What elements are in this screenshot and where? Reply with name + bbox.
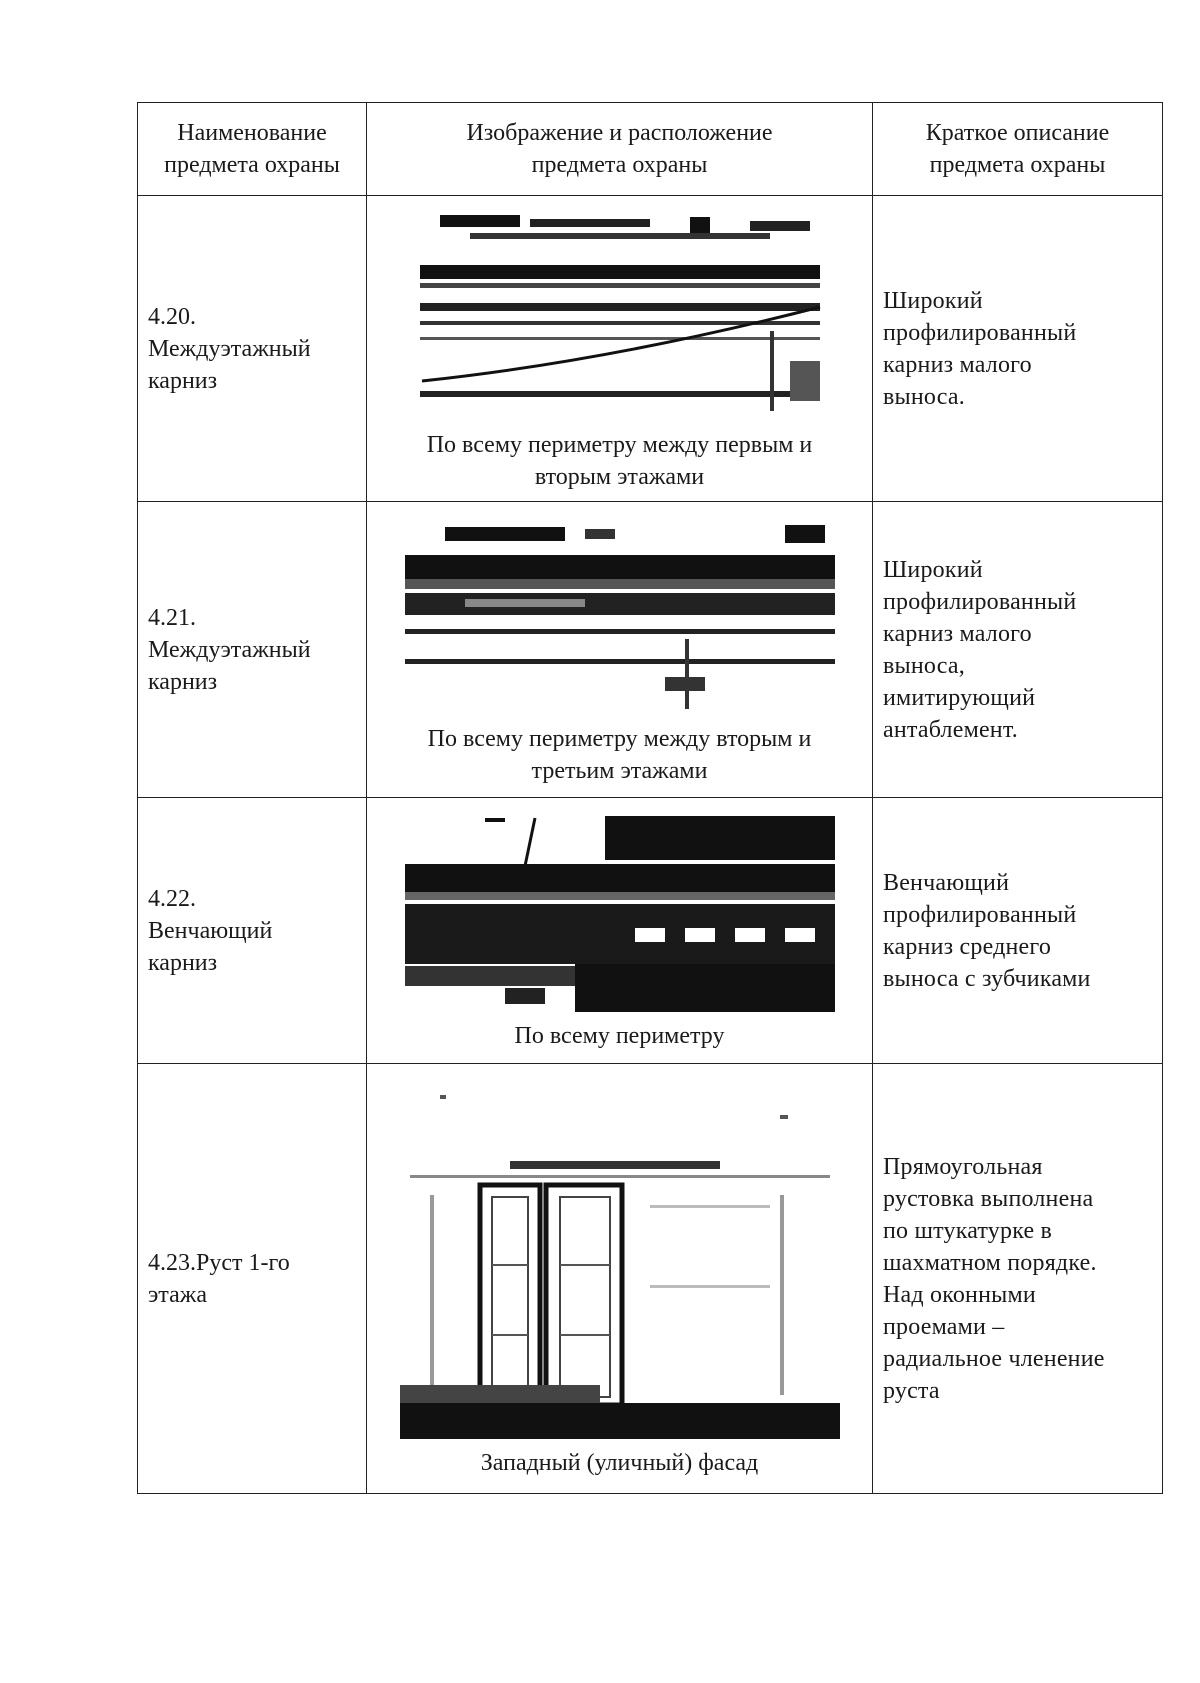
item-image-cell: По всему периметру между первым и вторым…	[366, 195, 873, 502]
rustication-photo	[399, 1084, 840, 1439]
table-row: 4.20. Междуэтажный карниз	[137, 195, 1163, 502]
cornice-photo	[404, 815, 835, 1012]
item-name: 4.20. Междуэтажный карниз	[137, 195, 367, 502]
item-name: 4.21. Междуэтажный карниз	[137, 501, 367, 798]
cornice-photo	[404, 518, 835, 715]
item-description: Прямоугольная рустовка выполнена по штук…	[872, 1063, 1163, 1494]
location-text: По всему периметру между первым и вторым…	[426, 431, 813, 490]
header-name: Наименование предмета охраны	[137, 102, 367, 196]
header-description: Краткое описание предмета охраны	[872, 102, 1163, 196]
location-text: По всему периметру	[514, 1022, 725, 1049]
item-description: Венчающий профилированный карниз среднег…	[872, 797, 1163, 1064]
item-name: 4.22. Венчающий карниз	[137, 797, 367, 1064]
table-row: 4.22. Венчающий карниз	[137, 797, 1163, 1064]
header-image-location: Изображение и расположение предмета охра…	[366, 102, 873, 196]
cornice-photo	[409, 210, 830, 421]
document-page: Наименование предмета охраны Изображение…	[137, 102, 1163, 1494]
item-description: Широкий профилированный карниз малого вы…	[872, 195, 1163, 502]
table-row: 4.21. Междуэтажный карниз По всему перим…	[137, 501, 1163, 798]
item-image-cell: По всему периметру	[366, 797, 873, 1064]
item-image-cell: Западный (уличный) фасад	[366, 1063, 873, 1494]
table-row: 4.23.Руст 1-го этажа	[137, 1063, 1163, 1494]
header-row: Наименование предмета охраны Изображение…	[137, 102, 1163, 196]
item-image-cell: По всему периметру между вторым и третьи…	[366, 501, 873, 798]
location-text: Западный (уличный) фасад	[480, 1449, 759, 1476]
protection-table: Наименование предмета охраны Изображение…	[137, 102, 1163, 1494]
item-description: Широкий профилированный карниз малого вы…	[872, 501, 1163, 798]
item-name: 4.23.Руст 1-го этажа	[137, 1063, 367, 1494]
location-text: По всему периметру между вторым и третьи…	[427, 725, 812, 784]
